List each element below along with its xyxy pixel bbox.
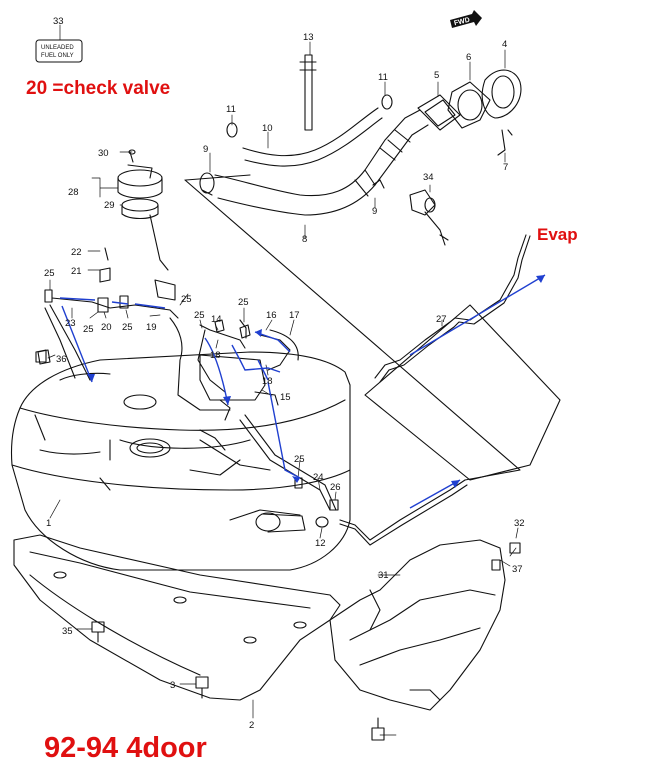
callout: 20 <box>101 322 112 333</box>
label-box-line2: FUEL ONLY <box>41 53 74 59</box>
callout: 18 <box>210 350 221 361</box>
callout: 19 <box>146 322 157 333</box>
callout: 13 <box>303 32 314 43</box>
callout: 16 <box>266 310 277 321</box>
callout: 6 <box>466 52 471 63</box>
callout: 17 <box>289 310 300 321</box>
model-note: 92-94 4door <box>44 732 207 764</box>
callout: 25 <box>194 310 205 321</box>
callout: 25 <box>122 322 133 333</box>
callout: 9 <box>372 206 377 217</box>
callout: 8 <box>302 234 307 245</box>
filler-neck <box>199 54 522 216</box>
callout: 32 <box>514 518 525 529</box>
evap-frame <box>184 174 561 481</box>
fwd-text: FWD <box>453 17 470 28</box>
flow-arrowheads <box>87 275 545 488</box>
callout: 9 <box>203 144 208 155</box>
callout: 36 <box>56 354 67 365</box>
bolts <box>35 349 521 741</box>
callout-33: 33 <box>53 16 64 27</box>
callout: 37 <box>512 564 523 575</box>
callout: 21 <box>71 266 82 277</box>
cap-lock <box>409 189 449 246</box>
callout: 2 <box>249 720 254 731</box>
callout: 26 <box>330 482 341 493</box>
callout: 10 <box>262 123 273 134</box>
fuel-tank <box>10 351 351 571</box>
label-box-line1: UNLEADED <box>41 45 74 51</box>
callout: 27 <box>436 314 447 325</box>
flow-arrows <box>59 274 546 509</box>
callout: 22 <box>71 247 82 258</box>
callouts: 1 2 3 4 5 6 7 8 9 9 10 11 11 12 13 14 15… <box>44 32 525 731</box>
callout: 12 <box>315 538 326 549</box>
tank-lower-guard <box>13 534 341 701</box>
evap-note: Evap <box>537 225 578 244</box>
callout: 3 <box>170 680 175 691</box>
callout: 24 <box>313 472 324 483</box>
callout: 28 <box>68 187 79 198</box>
check-valve-note: 20 =check valve <box>26 78 171 99</box>
callout: 5 <box>434 70 439 81</box>
callout: 34 <box>423 172 434 183</box>
callout: 25 <box>44 268 55 279</box>
unleaded-label-box: 33 UNLEADED FUEL ONLY <box>35 16 83 63</box>
callout: 35 <box>62 626 73 637</box>
callout: 1 <box>46 518 51 529</box>
evap-line <box>339 234 531 546</box>
callout: 25 <box>181 294 192 305</box>
fuel-sender-unit <box>117 149 176 301</box>
callout: 4 <box>502 39 507 50</box>
heat-shield <box>329 539 506 711</box>
callout: 18 <box>262 376 273 387</box>
callout: 7 <box>503 162 508 173</box>
callout: 11 <box>226 104 236 115</box>
callout: 23 <box>65 318 76 329</box>
vapor-lines <box>37 247 339 511</box>
leader-lines <box>47 24 519 736</box>
callout: 14 <box>211 314 222 325</box>
callout: 30 <box>98 148 109 159</box>
callout: 15 <box>280 392 291 403</box>
callout: 11 <box>378 72 388 83</box>
callout: 25 <box>83 324 94 335</box>
fwd-direction-tag: FWD <box>450 10 482 28</box>
callout: 25 <box>238 297 249 308</box>
callout: 25 <box>294 454 305 465</box>
callout: 29 <box>104 200 115 211</box>
callout: 31 <box>378 570 389 581</box>
